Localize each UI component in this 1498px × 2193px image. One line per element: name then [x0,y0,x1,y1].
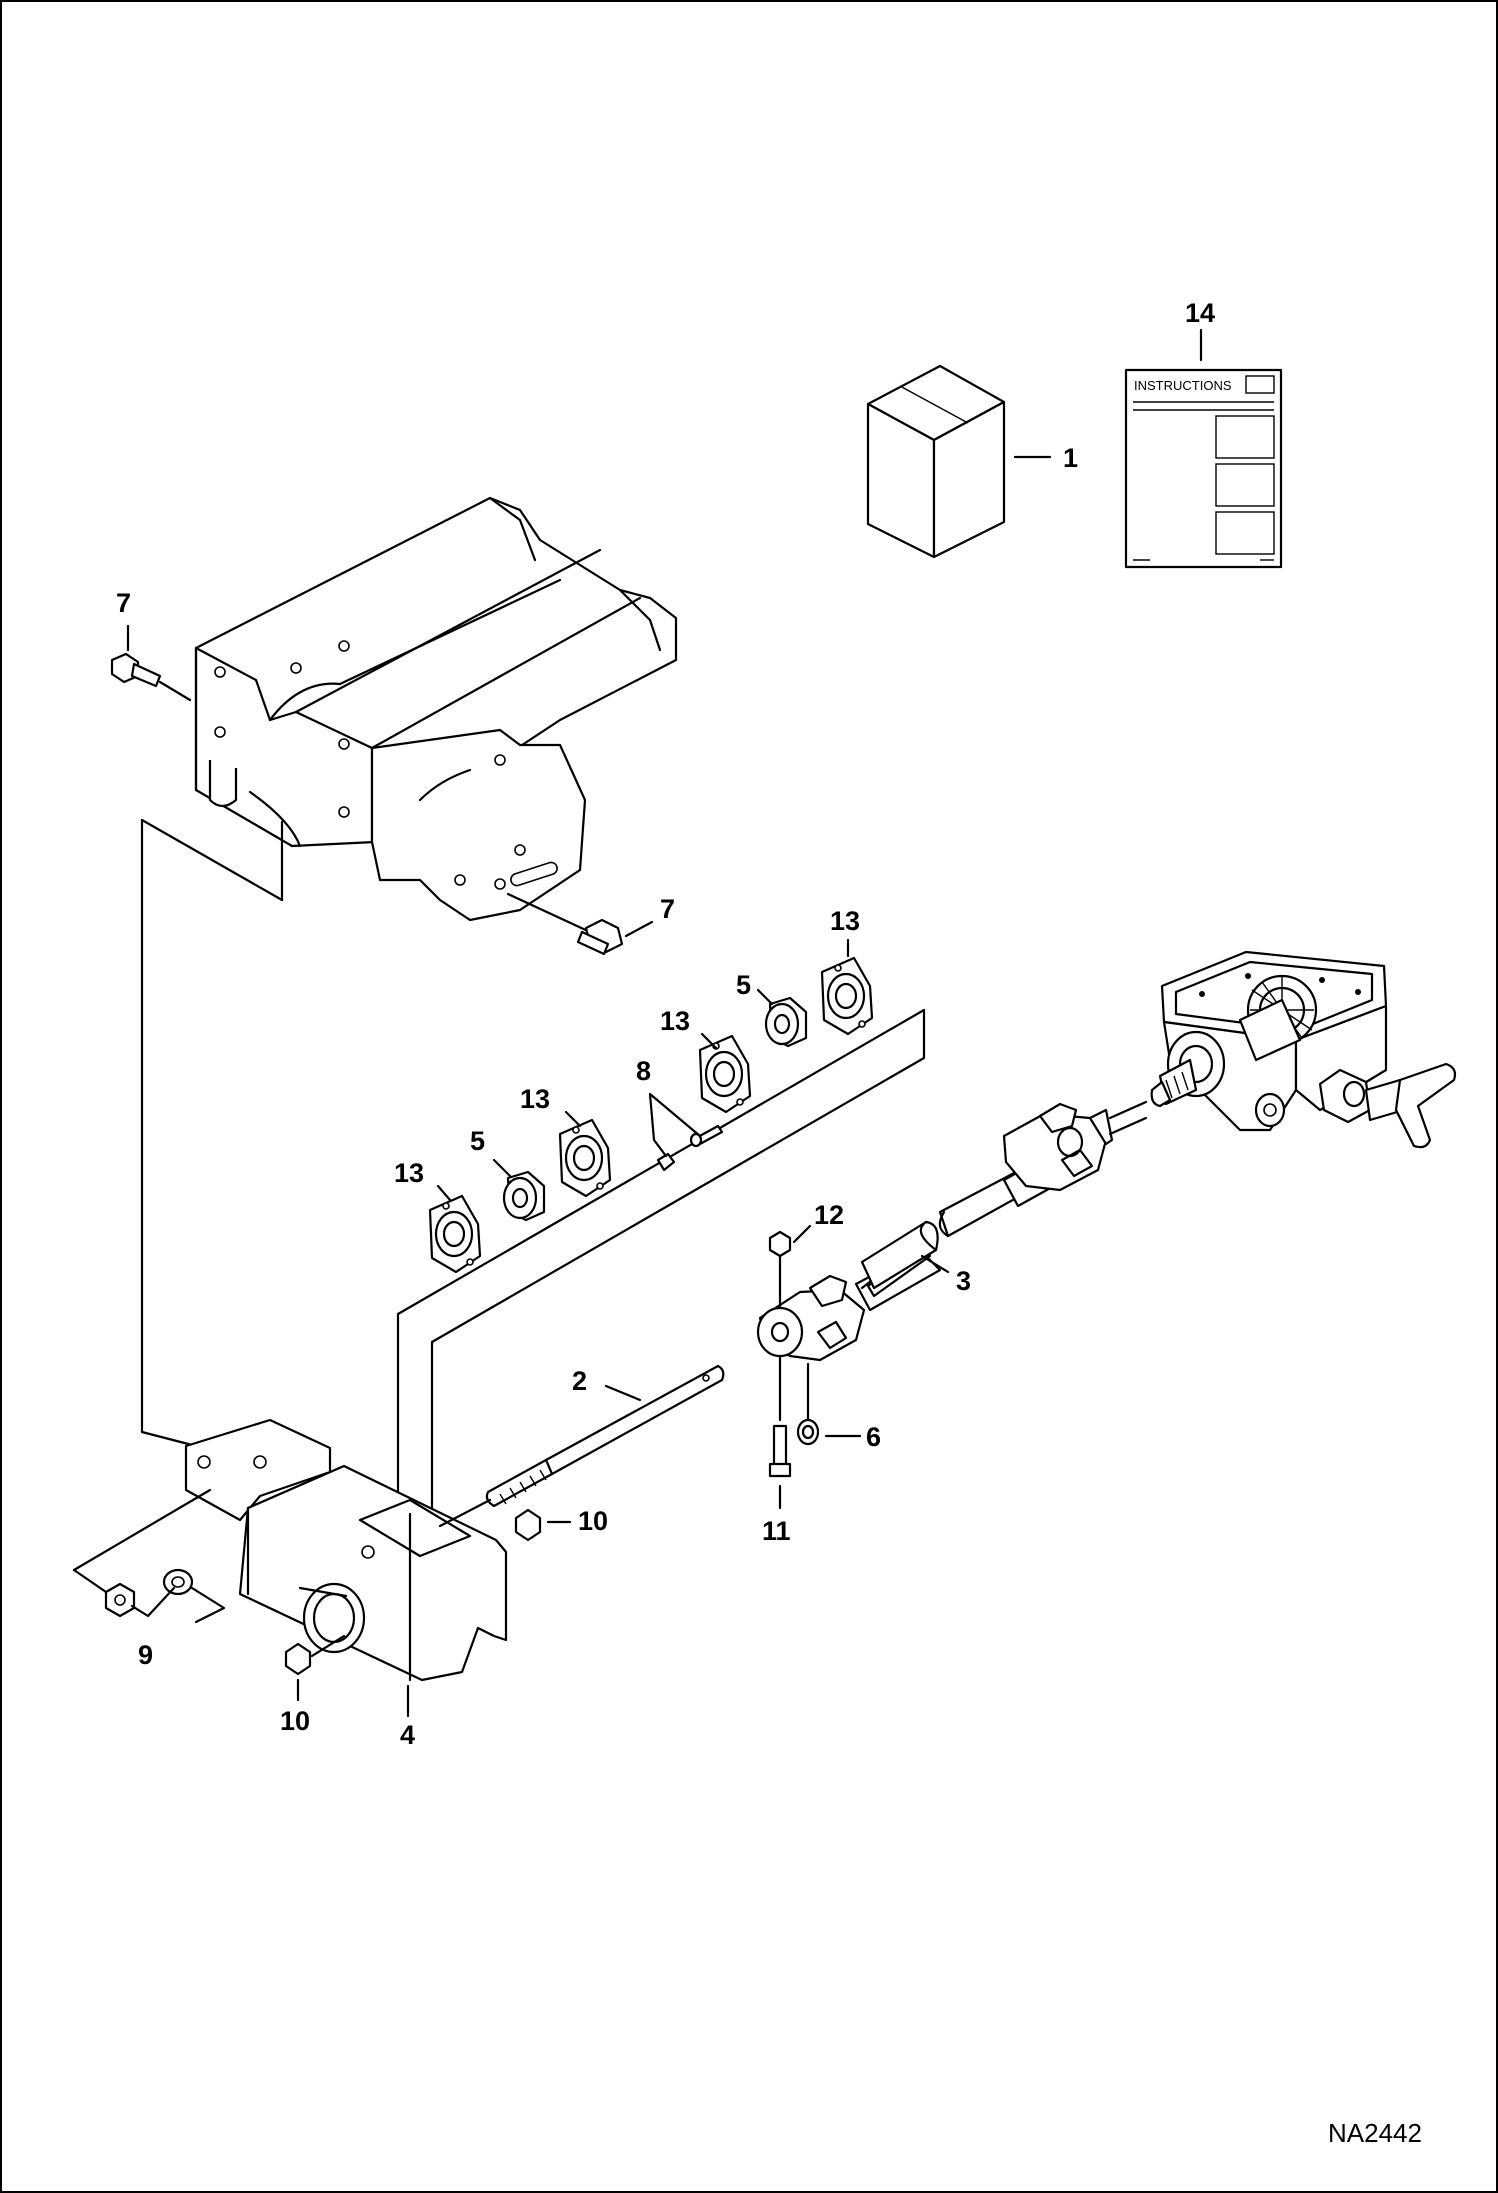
callout-14: 14 [1185,298,1215,328]
callout-13a: 13 [394,1158,424,1188]
callout-13b: 13 [520,1084,550,1114]
callout-11: 11 [762,1516,791,1546]
leader-2 [604,1384,642,1402]
part-10-nut-right [514,1508,542,1542]
leader-8 [648,1092,702,1158]
part-13-flange-bearing-3 [698,1034,752,1114]
part-13-flange-bearing-1 [428,1194,482,1274]
callout-4: 4 [400,1720,415,1750]
leader-5b [756,988,774,1006]
part-2-splined-shaft [438,1364,725,1528]
leader-13a [436,1184,452,1202]
part-12-nut [768,1230,792,1310]
callout-6: 6 [866,1422,881,1452]
assembly-reference-lines [140,818,926,1530]
instructions-label: INSTRUCTIONS [1134,378,1232,393]
part-13-flange-bearing-2 [558,1118,612,1198]
part-1-kit-box [866,364,1006,559]
part-7-bolt-right [506,892,624,956]
part-6-retaining-ring [796,1362,820,1446]
part-4-mount-bracket [184,1418,508,1682]
leader-5a [492,1158,512,1178]
callout-3: 3 [956,1266,971,1296]
part-5-spacer-2 [764,996,808,1048]
callout-13c: 13 [660,1006,690,1036]
gearbox-assembly [1150,950,1457,1149]
callout-12: 12 [814,1200,844,1230]
callout-10b: 10 [280,1706,310,1736]
callout-13d: 13 [830,906,860,936]
callout-5a: 5 [470,1126,485,1156]
callout-8: 8 [636,1056,651,1086]
callout-1: 1 [1063,443,1078,473]
leader-13b [564,1110,582,1128]
callout-2: 2 [572,1366,587,1396]
part-14-instructions-booklet: INSTRUCTIONS [1124,368,1283,569]
callout-10a: 10 [578,1506,608,1536]
part-3-drive-shaft [756,1100,1148,1362]
leader-9 [130,1586,176,1618]
leader-12 [792,1224,812,1244]
callout-7b: 7 [660,894,675,924]
part-13-flange-bearing-4 [820,956,874,1036]
part-8-bolt [656,1124,724,1172]
leader-7b [624,920,654,938]
loader-frame-assembly [194,496,678,922]
callout-9: 9 [138,1640,153,1670]
part-5-spacer-1 [502,1170,546,1222]
part-11-bolt [768,1354,792,1478]
part-9-nut-washer [72,1488,226,1624]
part-7-bolt-top [110,652,162,688]
leader-13c [700,1032,718,1050]
part-10-nut-left [284,1634,346,1676]
leader-3 [920,1254,950,1274]
callout-7a: 7 [116,588,131,618]
callout-5b: 5 [736,970,751,1000]
document-id: NA2442 [1328,2118,1422,2148]
leader-7a [158,680,192,702]
